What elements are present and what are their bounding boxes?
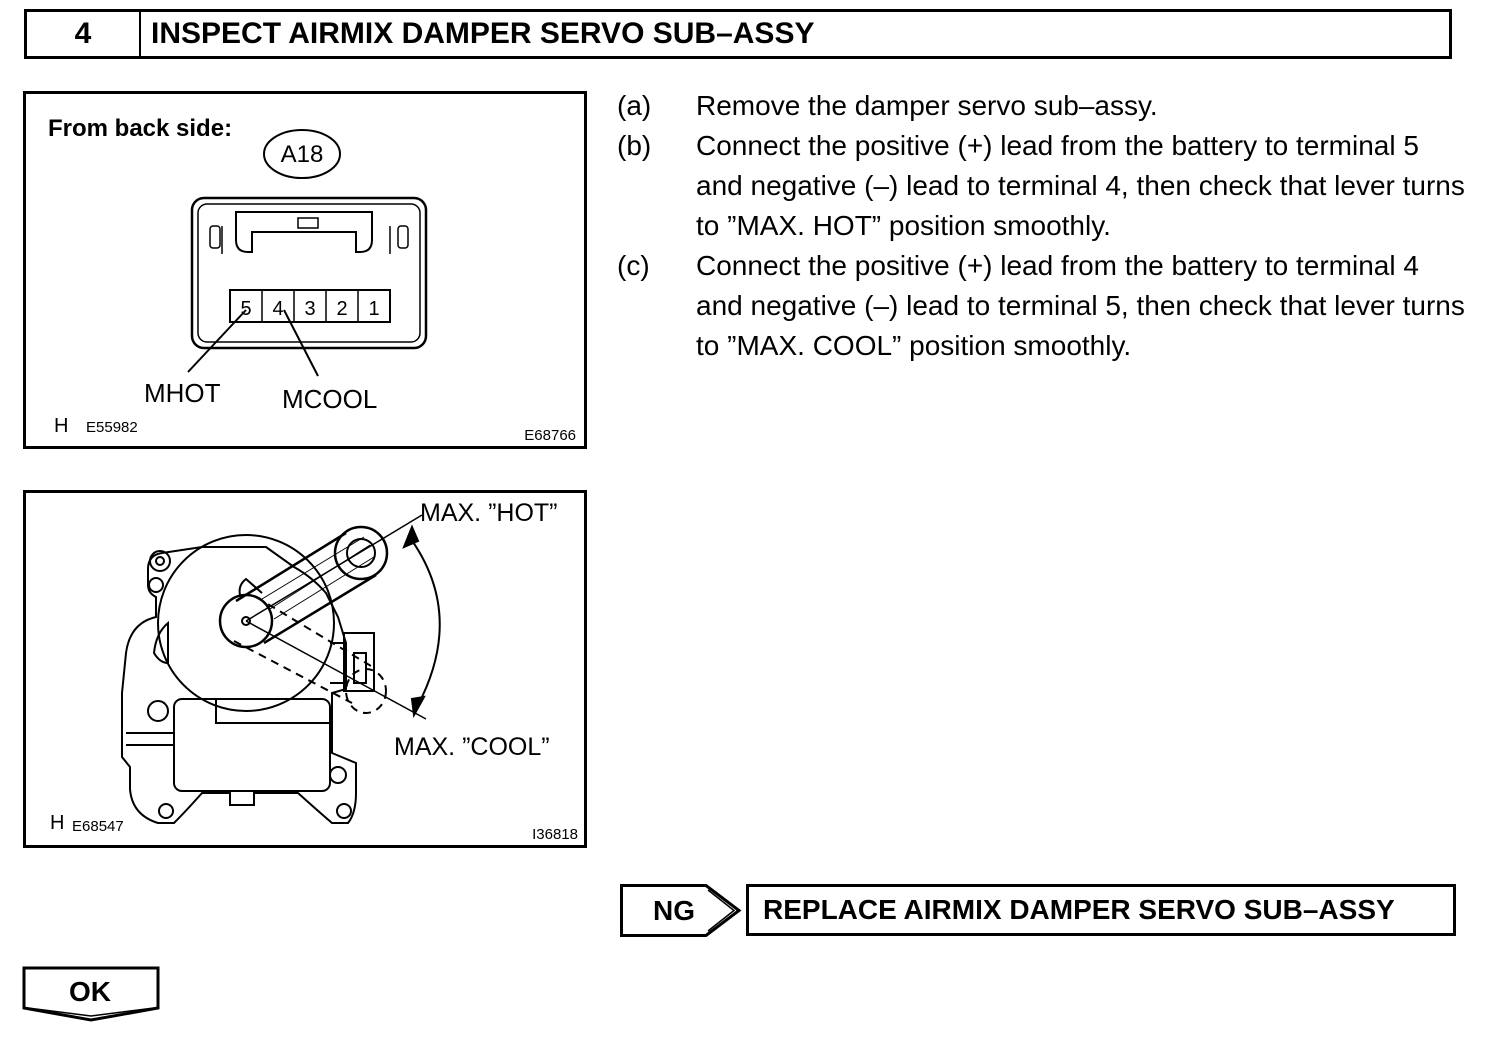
terminal-2: 2: [336, 298, 347, 320]
lever-cool: [233, 596, 377, 704]
figure-ref-left: E55982: [86, 419, 138, 436]
mount-hole: [149, 550, 171, 572]
step-text: Connect the positive (+) lead from the b…: [696, 130, 1465, 241]
step-number: 4: [27, 12, 141, 56]
step-label: (a): [617, 90, 652, 121]
arc-arrowhead-bottom: [410, 695, 426, 719]
connector-id-ellipse: [263, 129, 341, 179]
step-text: Connect the positive (+) lead from the b…: [696, 250, 1465, 361]
terminal-block: [229, 289, 391, 323]
figure-ref-prefix: H: [54, 415, 68, 437]
connector-housing-inner: [197, 203, 421, 343]
servo-figure: MAX. ”HOT” MAX. ”COOL” H E68547 I36818: [23, 490, 587, 848]
mount-hole: [329, 766, 347, 784]
housing-rib: [209, 225, 221, 249]
motor-block: [173, 698, 331, 792]
side-connector: [343, 632, 375, 692]
lever-hot: [235, 531, 377, 645]
gear-disk: [157, 534, 335, 712]
terminal-4: 4: [272, 298, 283, 320]
ok-label: OK: [69, 976, 111, 1007]
figure-ref-left: E68547: [72, 818, 124, 835]
lever-pivot: [218, 593, 274, 649]
housing-rib: [397, 225, 409, 249]
terminal-5: 5: [240, 298, 251, 320]
figure-ref-right: I36818: [532, 826, 578, 843]
servo-diagram: MAX. ”HOT” MAX. ”COOL” H E68547 I36818: [50, 499, 578, 843]
ng-action-box: REPLACE AIRMIX DAMPER SERVO SUB–ASSY: [746, 884, 1456, 936]
step-text: Remove the damper servo sub–assy.: [696, 90, 1158, 121]
step-label: (c): [617, 250, 650, 281]
servo-housing: [121, 546, 357, 824]
ng-arrow-box: [620, 884, 742, 937]
connector-figure: From back side: A18 5 4 3 2 1 MHOT MCOOL…: [23, 91, 587, 449]
mhot-label: MHOT: [144, 378, 221, 408]
connector-diagram: From back side: A18 5 4 3 2 1 MHOT MCOOL…: [48, 115, 576, 444]
latch-tab: [297, 217, 319, 229]
step-c: (c) Connect the positive (+) lead from t…: [617, 246, 1477, 366]
terminal-3: 3: [304, 298, 315, 320]
ng-label: NG: [653, 895, 695, 926]
step-header: 4 INSPECT AIRMIX DAMPER SERVO SUB–ASSY: [24, 9, 1452, 59]
step-b: (b) Connect the positive (+) lead from t…: [617, 126, 1477, 246]
max-cool-label: MAX. ”COOL”: [394, 733, 550, 761]
cool-leader: [245, 620, 427, 720]
step-title: INSPECT AIRMIX DAMPER SERVO SUB–ASSY: [151, 17, 815, 50]
figure-caption: From back side:: [48, 115, 232, 142]
rotation-arc: [407, 534, 441, 706]
terminal-1: 1: [368, 298, 379, 320]
figure-ref-right: E68766: [524, 427, 576, 444]
figure-ref-prefix: H: [50, 812, 64, 834]
procedure-steps: (a) Remove the damper servo sub–assy. (b…: [617, 86, 1477, 366]
arc-arrowhead-top: [402, 524, 420, 549]
step-label: (b): [617, 130, 652, 161]
housing-guides: [221, 226, 391, 254]
mcool-leader: [283, 309, 319, 377]
connector-id: A18: [281, 141, 324, 168]
connector-latch: [235, 211, 373, 253]
ok-arrow-box: [22, 966, 160, 1022]
connector-housing: [190, 196, 428, 350]
step-a: (a) Remove the damper servo sub–assy.: [617, 86, 1477, 126]
max-hot-label: MAX. ”HOT”: [420, 499, 558, 527]
mcool-label: MCOOL: [282, 384, 377, 414]
mhot-leader: [187, 309, 247, 373]
hot-leader: [245, 514, 423, 622]
